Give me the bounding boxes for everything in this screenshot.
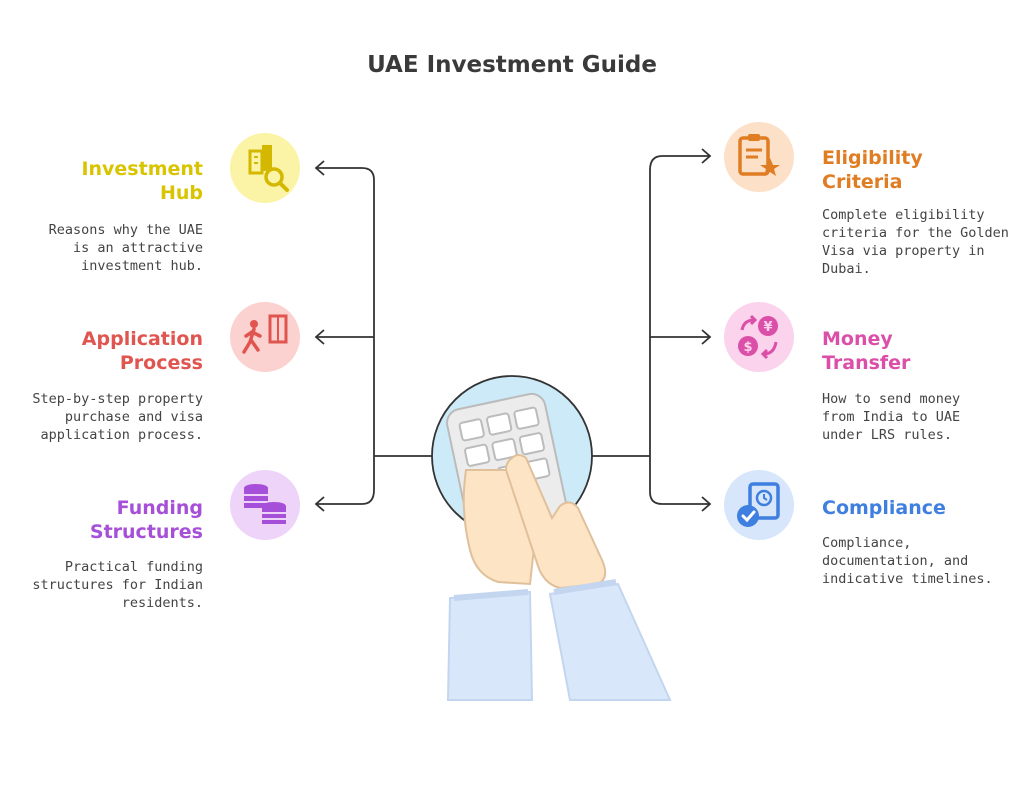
funding-structures-heading: Funding Structures — [60, 496, 203, 544]
svg-text:$: $ — [743, 340, 752, 355]
application-process-heading-line1: Application — [81, 328, 203, 350]
application-process-desc-line: application process. — [40, 427, 203, 443]
money-transfer-heading-line1: Money — [822, 328, 893, 350]
compliance-desc-line: indicative timelines. — [822, 571, 993, 587]
eligibility-criteria-desc-line: Complete eligibility — [822, 207, 985, 223]
clipboard-star-icon — [724, 122, 794, 192]
application-process-heading-line2: Process — [119, 352, 203, 374]
funding-structures-desc-line: structures for Indian — [32, 577, 203, 593]
investment-hub-desc-line: is an attractive — [72, 240, 203, 256]
building-search-icon — [230, 133, 300, 203]
investment-hub-desc-line: investment hub. — [81, 258, 203, 274]
application-process-heading: Application Process — [60, 327, 203, 375]
investment-hub-heading-line1: Investment — [81, 158, 203, 180]
money-transfer-description: How to send money from India to UAE unde… — [822, 390, 1017, 444]
funding-structures-desc-line: Practical funding — [64, 559, 203, 575]
funding-structures-heading-line2: Structures — [89, 521, 203, 543]
document-clock-check-icon — [724, 470, 794, 540]
investment-hub-desc-line: Reasons why the UAE — [48, 222, 203, 238]
svg-text:¥: ¥ — [763, 320, 772, 335]
money-transfer-desc-line: under LRS rules. — [822, 427, 953, 443]
money-transfer-heading-line2: Transfer — [822, 352, 911, 374]
funding-structures-description: Practical funding structures for Indian … — [20, 558, 203, 612]
eligibility-criteria-heading-line1: Eligibility — [822, 147, 923, 169]
hands-calculator-icon — [431, 375, 672, 701]
compliance-desc-line: documentation, and — [822, 553, 969, 569]
funding-structures-desc-line: residents. — [121, 595, 203, 611]
application-process-desc-line: purchase and visa — [64, 409, 203, 425]
money-transfer-desc-line: How to send money — [822, 391, 961, 407]
funding-structures-heading-line1: Funding — [116, 497, 203, 519]
money-transfer-desc-line: from India to UAE — [822, 409, 961, 425]
eligibility-criteria-desc-line: criteria for the Golden — [822, 225, 1009, 241]
walking-person-door-icon — [230, 302, 300, 372]
compliance-heading-line1: Compliance — [822, 497, 946, 519]
eligibility-criteria-desc-line: Dubai. — [822, 261, 871, 277]
compliance-heading: Compliance — [822, 496, 1012, 520]
eligibility-criteria-description: Complete eligibility criteria for the Go… — [822, 206, 1017, 278]
page-title: UAE Investment Guide — [367, 52, 657, 78]
eligibility-criteria-desc-line: Visa via property in — [822, 243, 985, 259]
investment-hub-description: Reasons why the UAE is an attractive inv… — [20, 221, 203, 275]
eligibility-criteria-heading: Eligibility Criteria — [822, 146, 1012, 194]
eligibility-criteria-heading-line2: Criteria — [822, 171, 903, 193]
application-process-description: Step-by-step property purchase and visa … — [20, 390, 203, 444]
investment-hub-heading: Investment Hub — [60, 157, 203, 205]
investment-hub-heading-line2: Hub — [159, 182, 203, 204]
money-transfer-heading: Money Transfer — [822, 327, 1012, 375]
currency-exchange-icon: ¥ $ — [724, 302, 794, 372]
application-process-desc-line: Step-by-step property — [32, 391, 203, 407]
compliance-desc-line: Compliance, — [822, 535, 912, 551]
compliance-description: Compliance, documentation, and indicativ… — [822, 534, 1017, 588]
coin-stacks-icon — [230, 470, 300, 540]
